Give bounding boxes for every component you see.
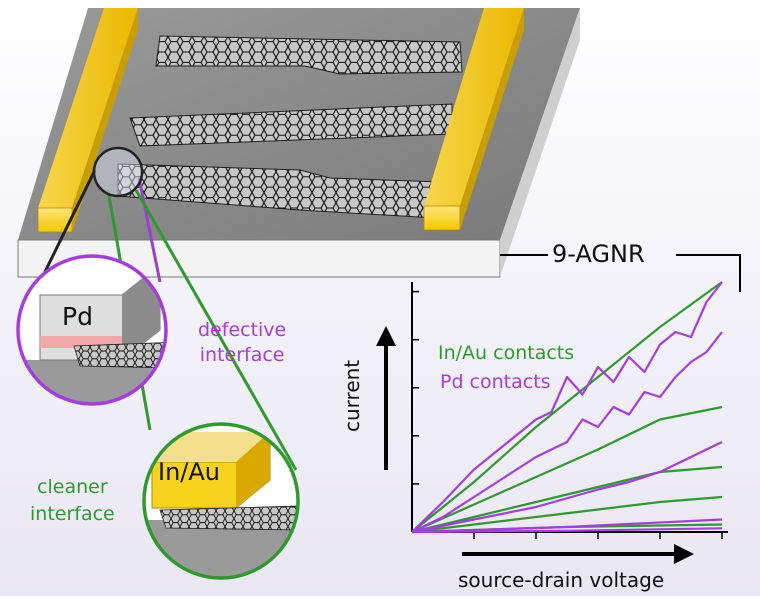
series-line-3 <box>411 495 723 534</box>
inau-inset <box>142 422 300 580</box>
chart-frame <box>500 254 741 292</box>
lens-circle <box>92 146 144 198</box>
chart-title: 9-AGNR <box>552 240 645 268</box>
current-voltage-chart <box>376 281 728 564</box>
defective-line-2: interface <box>199 344 285 366</box>
left-gold-electrode <box>37 8 138 233</box>
defective-line-1: defective <box>198 319 287 341</box>
defective-interface-label: defective interface <box>198 318 286 368</box>
series-line-8 <box>411 518 723 534</box>
magnifier <box>38 146 298 471</box>
cleaner-interface-label: cleaner interface <box>30 474 115 528</box>
inau-label: In/Au <box>158 458 221 486</box>
series-line-2 <box>411 465 723 534</box>
pd-inset <box>16 254 168 406</box>
legend-pd: Pd contacts <box>440 371 551 393</box>
right-gold-electrode <box>423 8 524 231</box>
series-line-6 <box>411 331 723 533</box>
x-arrow-head <box>674 544 694 564</box>
y-arrow-head <box>376 326 396 346</box>
y-axis-label: current <box>340 359 364 432</box>
pd-label: Pd <box>62 302 93 331</box>
series-line-1 <box>411 405 723 534</box>
graphene-nanoribbons <box>117 35 463 219</box>
x-axis-label: source-drain voltage <box>458 568 665 592</box>
cleaner-line-1: cleaner <box>37 476 108 498</box>
legend-inau: In/Au contacts <box>438 342 575 364</box>
series-line-7 <box>411 441 723 534</box>
cleaner-line-2: interface <box>30 503 115 525</box>
series-line-5 <box>411 281 723 533</box>
series-line-9 <box>411 527 723 534</box>
series-line-0 <box>411 281 723 533</box>
